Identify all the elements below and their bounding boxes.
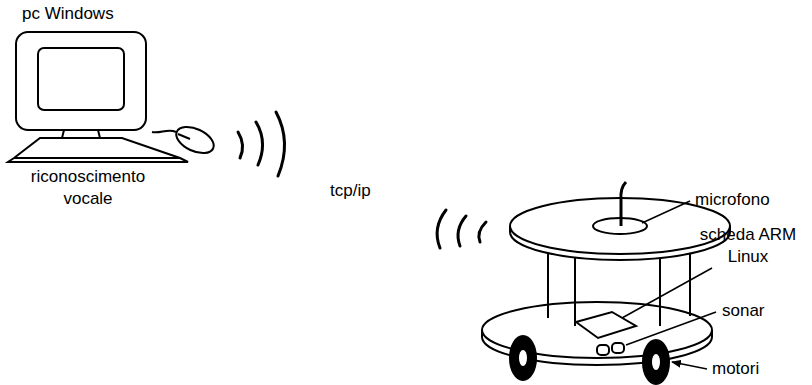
protocol-label: tcp/ip [330,180,371,202]
part-label: sonar [722,300,765,322]
computer [8,32,218,162]
part-label: motori [712,358,759,380]
part-label: microfono [695,189,770,211]
robot [482,182,730,384]
function-label: riconoscimento vocale [18,166,158,210]
signal-waves-robot [437,210,486,248]
device-label: pc Windows [22,3,114,25]
part-label: scheda ARM Linux [692,224,804,268]
signal-waves-pc [238,112,285,176]
